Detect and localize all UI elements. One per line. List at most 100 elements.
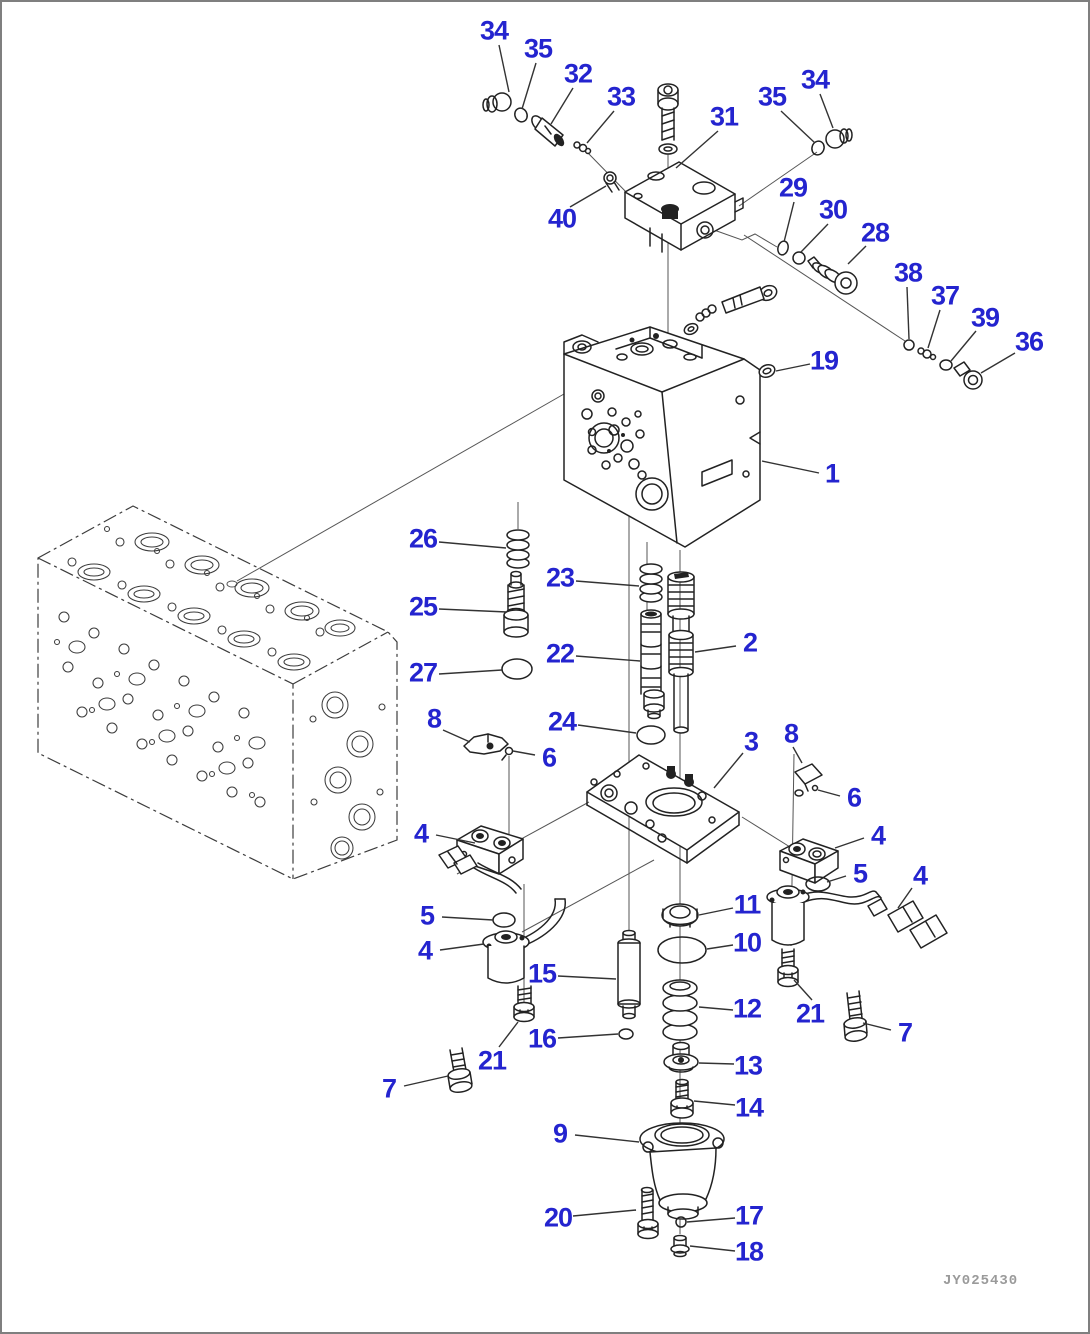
callout-26: 26 xyxy=(408,523,438,554)
part-34-plug-right xyxy=(825,128,853,149)
part-1-valve-body xyxy=(563,284,778,548)
callout-13: 13 xyxy=(733,1050,763,1081)
part-2-spool xyxy=(667,571,695,734)
part-17-ball xyxy=(675,1216,687,1228)
part-23-spring xyxy=(639,563,663,603)
callout-20: 20 xyxy=(543,1202,573,1233)
callout-25: 25 xyxy=(408,591,438,622)
part-27-oring xyxy=(501,658,533,680)
callout-8: 8 xyxy=(426,703,442,734)
callout-37: 37 xyxy=(930,280,960,311)
part-18-plug xyxy=(670,1234,690,1258)
part-25-valve xyxy=(503,570,529,638)
callout-21: 21 xyxy=(477,1045,507,1076)
callout-24: 24 xyxy=(547,706,577,737)
part-4-solenoid-right xyxy=(766,885,882,946)
part-11-gland xyxy=(661,903,699,928)
phantom-valve-block xyxy=(37,505,398,880)
callout-12: 12 xyxy=(732,993,762,1024)
part-19-plug xyxy=(758,363,776,379)
part-20-bolt xyxy=(637,1186,659,1240)
part-21-bolt-left xyxy=(513,985,535,1023)
part-13-retainer xyxy=(663,1041,699,1073)
callout-21: 21 xyxy=(795,998,825,1029)
callout-30: 30 xyxy=(818,194,848,225)
part-7-bolt-left xyxy=(447,1047,473,1094)
callout-39: 39 xyxy=(970,302,1000,333)
callout-28: 28 xyxy=(860,217,890,248)
part-12-spring xyxy=(662,979,698,1041)
part-39-ring xyxy=(939,359,953,371)
part-10-oring xyxy=(657,936,707,964)
callout-9: 9 xyxy=(552,1118,568,1149)
part-32-pin xyxy=(531,115,565,147)
part-5-oring-left xyxy=(492,912,516,928)
callout-2: 2 xyxy=(742,627,758,658)
part-7-bolt-right xyxy=(843,990,868,1042)
callout-36: 36 xyxy=(1014,326,1044,357)
callout-4: 4 xyxy=(870,820,886,851)
part-21-bolt-right xyxy=(777,948,799,988)
callout-10: 10 xyxy=(732,927,762,958)
callout-35: 35 xyxy=(757,81,787,112)
part-4-solenoid-left xyxy=(482,898,566,984)
callout-31: 31 xyxy=(709,101,739,132)
wire-connector-right xyxy=(867,898,948,949)
callout-4: 4 xyxy=(912,860,928,891)
leader-lines xyxy=(403,44,1016,1252)
part-3-plate xyxy=(586,754,740,864)
part-34-plug-left xyxy=(482,92,512,113)
part-15-accumulator xyxy=(617,929,641,1020)
assembly-axis-lines xyxy=(226,151,906,1234)
watermark: JY025430 xyxy=(943,1273,1019,1289)
callout-22: 22 xyxy=(545,638,575,669)
callout-18: 18 xyxy=(734,1236,764,1267)
callout-33: 33 xyxy=(606,81,636,112)
part-30-ring xyxy=(792,251,806,265)
cover-bolt xyxy=(657,83,679,155)
part-36-bolt xyxy=(953,361,983,390)
callout-23: 23 xyxy=(545,562,575,593)
callout-3: 3 xyxy=(743,726,759,757)
callout-6: 6 xyxy=(846,782,862,813)
part-28-relief-valve xyxy=(807,256,858,295)
callout-17: 17 xyxy=(734,1200,764,1231)
callout-1: 1 xyxy=(824,458,840,489)
callout-7: 7 xyxy=(897,1017,913,1048)
callout-34: 34 xyxy=(479,15,509,46)
part-35-washer-left xyxy=(514,107,528,123)
callout-14: 14 xyxy=(734,1092,764,1123)
part-38-ring xyxy=(903,339,915,351)
part-33-screw xyxy=(573,141,592,155)
callout-35: 35 xyxy=(523,33,553,64)
part-5-oring-right xyxy=(805,876,831,892)
part-16-ring xyxy=(618,1028,634,1040)
callout-38: 38 xyxy=(893,257,923,288)
callout-19: 19 xyxy=(809,345,839,376)
callout-40: 40 xyxy=(547,203,577,234)
part-35-washer-right xyxy=(811,140,825,156)
callout-4: 4 xyxy=(413,818,429,849)
part-14-bolt xyxy=(670,1078,694,1119)
callout-16: 16 xyxy=(527,1023,557,1054)
callout-5: 5 xyxy=(852,858,868,889)
part-22-spool xyxy=(640,609,665,720)
callout-29: 29 xyxy=(778,172,808,203)
part-8-bracket-right xyxy=(794,763,823,792)
part-31-cover xyxy=(624,161,744,253)
callout-32: 32 xyxy=(563,58,593,89)
part-24-oring xyxy=(636,725,666,745)
part-6-pin-left xyxy=(501,746,514,761)
part-37-screw xyxy=(917,347,937,361)
callout-7: 7 xyxy=(381,1073,397,1104)
callout-11: 11 xyxy=(733,889,762,920)
callout-4: 4 xyxy=(417,935,433,966)
callout-15: 15 xyxy=(527,958,557,989)
part-9-cover-cup xyxy=(639,1122,725,1220)
callout-5: 5 xyxy=(419,900,435,931)
part-26-spring xyxy=(506,529,530,569)
callout-6: 6 xyxy=(541,742,557,773)
part-29-ring xyxy=(777,240,789,256)
